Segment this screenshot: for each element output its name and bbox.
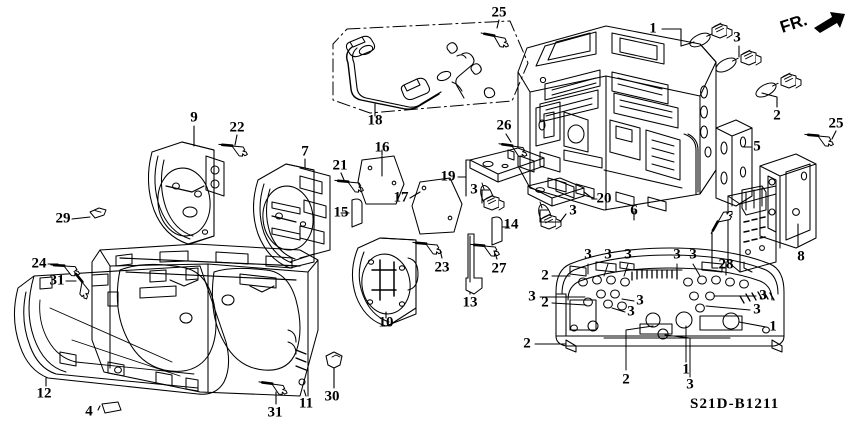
callout-25: 25 <box>491 4 507 21</box>
callout-5: 5 <box>753 138 761 155</box>
callout-23: 23 <box>434 259 450 276</box>
callout-14: 14 <box>503 216 519 233</box>
callout-3: 3 <box>604 246 612 263</box>
callout-22: 22 <box>229 119 245 136</box>
callout-7: 7 <box>301 143 309 160</box>
callout-2: 2 <box>541 267 549 284</box>
fr-arrow-icon <box>814 12 845 33</box>
callout-15: 15 <box>333 204 349 221</box>
callout-13: 13 <box>462 294 478 311</box>
callout-3: 3 <box>470 181 478 198</box>
callout-17: 17 <box>393 189 409 206</box>
callout-3: 3 <box>569 202 577 219</box>
callout-21: 21 <box>332 157 348 174</box>
callout-3: 3 <box>528 288 536 305</box>
callout-2: 2 <box>773 107 781 124</box>
callout-3: 3 <box>689 246 697 263</box>
callout-3: 3 <box>624 246 632 263</box>
callout-9: 9 <box>190 109 198 126</box>
callout-28: 28 <box>718 256 734 273</box>
callout-18: 18 <box>367 112 383 129</box>
callout-29: 29 <box>55 210 71 227</box>
callout-1: 1 <box>682 361 690 378</box>
callout-16: 16 <box>374 139 390 156</box>
callout-26: 26 <box>496 117 512 134</box>
callout-27: 27 <box>491 260 507 277</box>
callout-20: 20 <box>596 190 612 207</box>
callout-3: 3 <box>636 292 644 309</box>
callout-1: 1 <box>769 318 777 335</box>
callout-2: 2 <box>541 294 549 311</box>
callout-3: 3 <box>733 29 741 46</box>
callout-6: 6 <box>630 202 638 219</box>
callout-3: 3 <box>753 301 761 318</box>
callout-2: 2 <box>523 335 531 352</box>
callout-3: 3 <box>759 287 767 304</box>
callout-3: 3 <box>686 376 694 393</box>
callout-10: 10 <box>378 314 394 331</box>
callout-30: 30 <box>324 388 340 405</box>
callout-31: 31 <box>267 404 283 421</box>
callout-12: 12 <box>36 385 52 402</box>
callout-4: 4 <box>85 403 93 420</box>
diagram-part-number: S21D-B1211 <box>690 396 780 412</box>
callout-3: 3 <box>584 246 592 263</box>
callout-8: 8 <box>797 248 805 265</box>
callout-11: 11 <box>298 395 314 412</box>
callout-3: 3 <box>627 303 635 320</box>
callout-24: 24 <box>31 255 47 272</box>
callout-19: 19 <box>440 168 456 185</box>
callout-3: 3 <box>673 246 681 263</box>
callout-31: 31 <box>49 272 65 289</box>
callout-1: 1 <box>649 20 657 37</box>
callout-2: 2 <box>622 371 630 388</box>
callout-25: 25 <box>828 115 844 132</box>
